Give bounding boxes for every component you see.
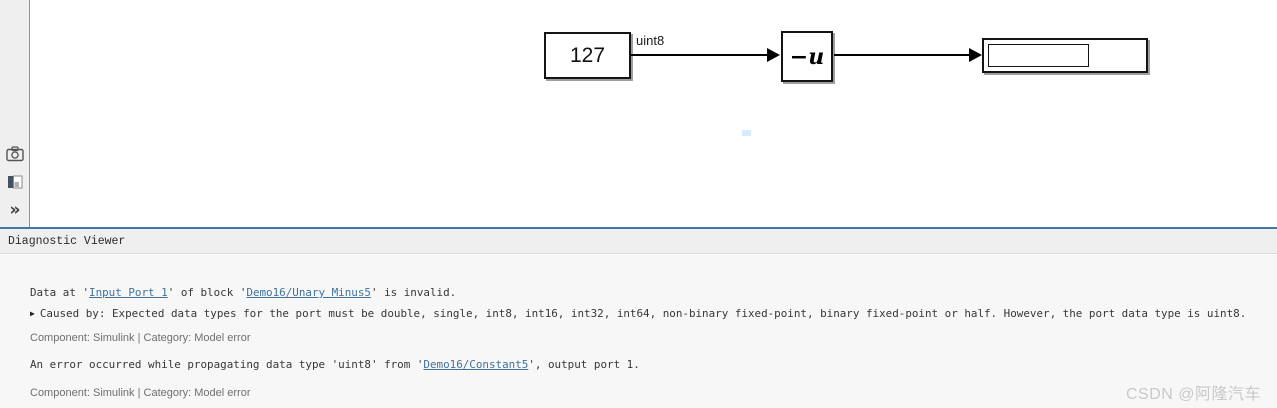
screenshot-tool-button[interactable] — [0, 144, 30, 164]
caused-by-text: Caused by: Expected data types for the p… — [39, 307, 1247, 320]
csdn-watermark: CSDN @阿隆汽车 — [1125, 386, 1261, 403]
diagnostic-viewer-body[interactable] — [0, 255, 1277, 408]
camera-icon — [6, 146, 24, 162]
double-chevron-icon: » — [9, 199, 21, 220]
expander-triangle-icon[interactable]: ▶ — [30, 309, 35, 318]
constant-block[interactable]: 127 — [544, 32, 631, 79]
signal-line-unary-to-display[interactable] — [834, 54, 970, 56]
canvas-marker-dot — [742, 130, 751, 136]
signal-type-label: uint8 — [636, 33, 665, 48]
diagnostic-viewer-header[interactable]: Diagnostic Viewer — [0, 229, 1277, 254]
expand-palette-button[interactable]: » — [0, 200, 30, 220]
display-block[interactable] — [982, 38, 1148, 73]
error-text: ' is invalid. — [370, 286, 457, 299]
error-text: An error occurred while propagating data… — [30, 358, 424, 371]
signal-line-constant-to-unary[interactable] — [631, 54, 768, 56]
error-caused-by-1: ▶ Caused by: Expected data types for the … — [30, 307, 1246, 320]
unary-minus-block[interactable]: −u — [781, 31, 833, 82]
link-unary-minus-block[interactable]: Demo16/Unary Minus5 — [246, 286, 371, 299]
constant-value: 127 — [569, 43, 606, 67]
error-text: ', output port 1. — [528, 358, 640, 371]
error-meta-1: Component: Simulink | Category: Model er… — [30, 332, 251, 344]
unary-minus-label: −u — [789, 43, 825, 70]
annotation-palette-button[interactable] — [0, 172, 30, 192]
panel-divider[interactable] — [0, 227, 1277, 229]
palette-sidebar: » — [0, 0, 30, 227]
diagnostic-viewer-title: Diagnostic Viewer — [8, 235, 126, 248]
arrowhead-icon — [969, 48, 982, 62]
display-value-field — [988, 44, 1089, 67]
error-message-2: An error occurred while propagating data… — [30, 358, 640, 371]
link-constant-block[interactable]: Demo16/Constant5 — [423, 358, 529, 371]
link-input-port[interactable]: Input Port 1 — [89, 286, 168, 299]
error-text: Data at ' — [30, 286, 90, 299]
error-text: ' of block ' — [167, 286, 247, 299]
model-canvas[interactable]: 127 uint8 −u — [31, 0, 1277, 227]
arrowhead-icon — [767, 48, 780, 62]
error-message-1: Data at 'Input Port 1' of block 'Demo16/… — [30, 286, 456, 299]
error-meta-2: Component: Simulink | Category: Model er… — [30, 387, 251, 399]
palette-icon — [8, 175, 23, 189]
